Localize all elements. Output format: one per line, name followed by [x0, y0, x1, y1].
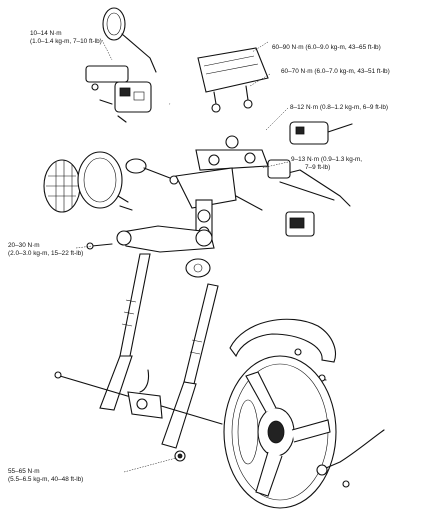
bottom-bridge	[86, 225, 215, 253]
brake-caliper	[127, 369, 163, 419]
torque-line: 8–12 N·m (0.8–1.2 kg-m, 6–9 ft-lb)	[290, 104, 389, 111]
top-bridge	[195, 135, 269, 171]
torque-label-mirror: 10–14 N·m (1.0–1.4 kg-m, 7–10 ft-lb)	[30, 30, 102, 46]
axle-nut	[174, 450, 186, 462]
master-cylinder	[285, 211, 315, 237]
torque-label-handlebar-holder: 8–12 N·m (0.8–1.2 kg-m, 6–9 ft-lb)	[290, 104, 388, 112]
brake-lever	[267, 159, 351, 207]
left-fork-leg	[99, 253, 151, 411]
torque-label-bottom-bridge-pinch: 20–30 N·m (2.0–3.0 kg-m, 15–22 ft-lb)	[8, 242, 83, 258]
torque-line: 55–65 N·m	[8, 468, 40, 475]
torque-line: (5.5–6.5 kg-m, 40–48 ft-lb)	[8, 476, 84, 483]
torque-label-fork-top-bolt: 60–70 N·m (6.0–7.0 kg-m, 43–51 ft-lb)	[281, 68, 390, 76]
torque-line: (1.0–1.4 kg-m, 7–10 ft-lb)	[30, 38, 102, 45]
leader-lines	[75, 39, 289, 473]
right-fork-leg	[161, 283, 219, 449]
headlight	[43, 151, 133, 213]
torque-label-axle-nut: 55–65 N·m (5.5–6.5 kg-m, 40–48 ft-lb)	[8, 468, 83, 484]
left-switch-housing	[85, 65, 152, 123]
mirror	[102, 7, 157, 73]
turn-signal	[125, 158, 179, 185]
front-wheel	[223, 355, 337, 509]
torque-line: 7–9 ft-lb)	[305, 164, 331, 171]
right-switch-housing	[289, 121, 353, 145]
torque-line: (2.0–3.0 kg-m, 15–22 ft-lb)	[8, 250, 84, 257]
horn	[185, 258, 211, 278]
speedometer-cable	[316, 429, 385, 488]
torque-line: 60–70 N·m (6.0–7.0 kg-m, 43–51 ft-lb)	[281, 68, 390, 75]
meter-assembly	[197, 47, 269, 113]
torque-line: 9–13 N·m (0.9–1.3 kg-m,	[291, 156, 363, 163]
torque-label-steering-stem-nut: 60–90 N·m (6.0–9.0 kg-m, 43–65 ft-lb)	[272, 44, 381, 52]
torque-label-top-bridge-pinch: 9–13 N·m (0.9–1.3 kg-m, 7–9 ft-lb)	[291, 156, 362, 172]
torque-line: 60–90 N·m (6.0–9.0 kg-m, 43–65 ft-lb)	[272, 44, 381, 51]
torque-line: 10–14 N·m	[30, 30, 62, 37]
torque-line: 20–30 N·m	[8, 242, 40, 249]
